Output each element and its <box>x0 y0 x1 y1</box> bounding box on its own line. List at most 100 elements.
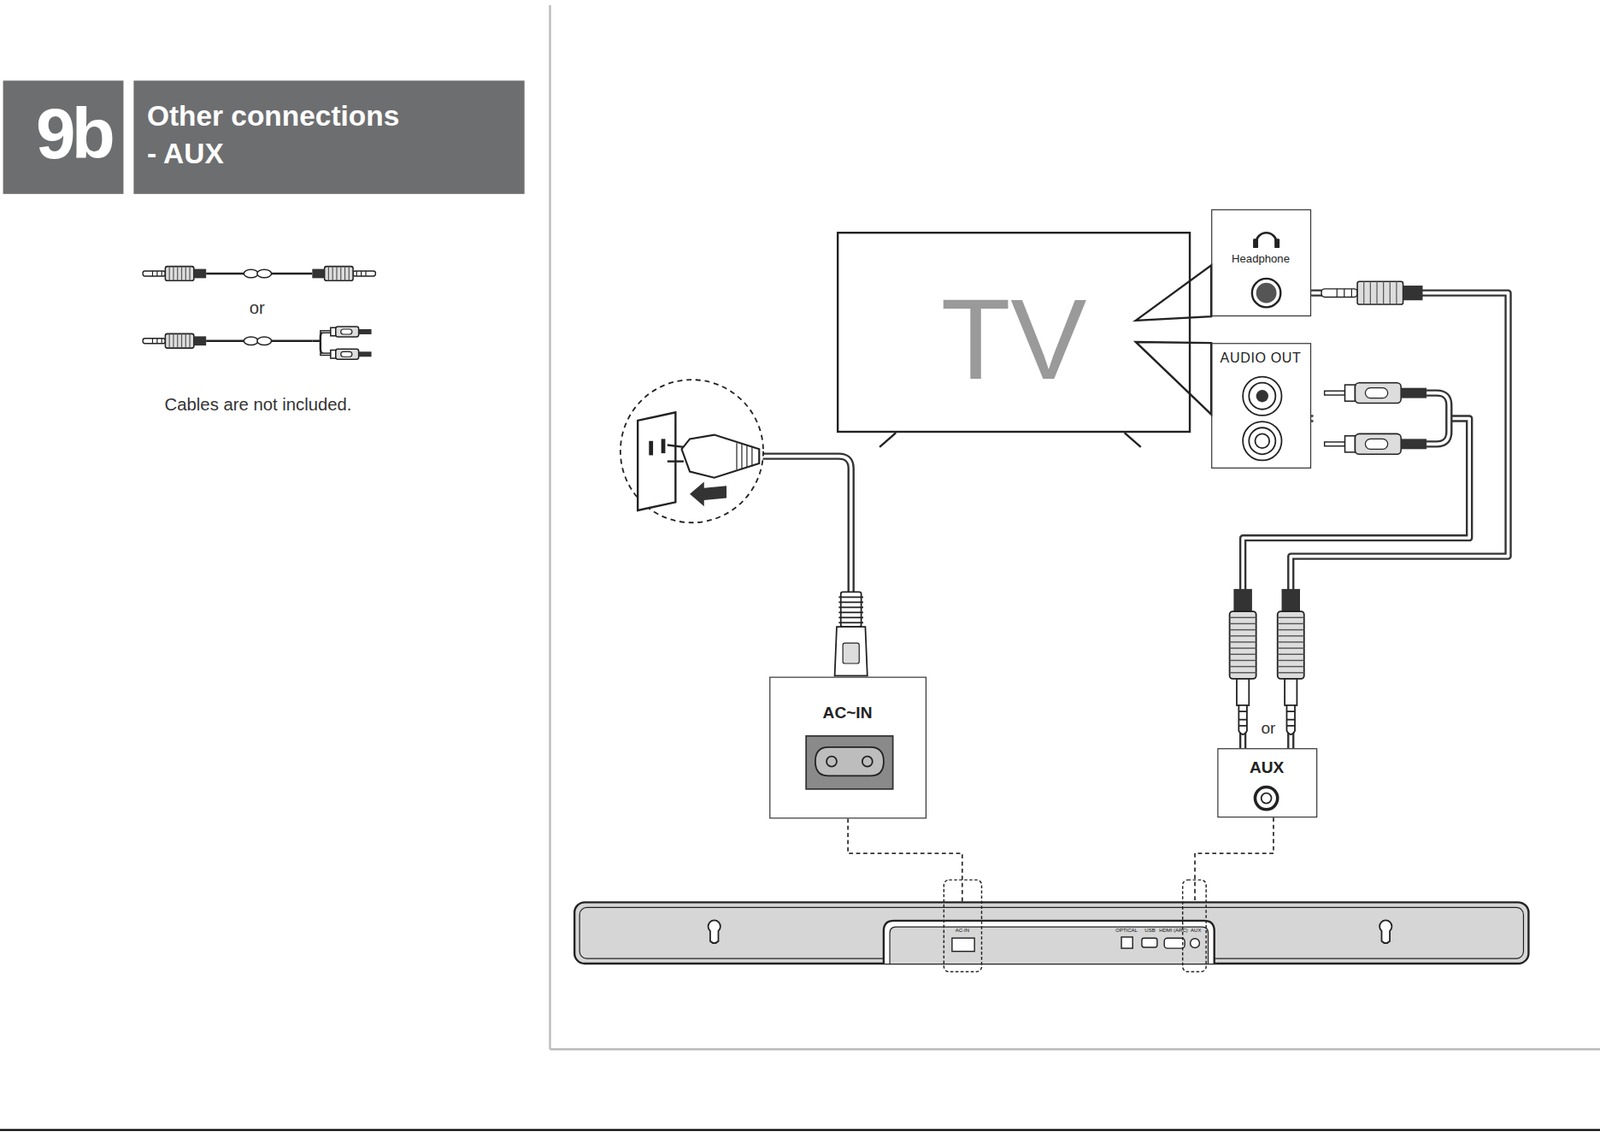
box-label: 9b <box>13 94 135 174</box>
cable-tie <box>243 336 259 346</box>
rca-shell <box>1345 435 1356 453</box>
power-plug-grip <box>838 600 864 603</box>
box-label: TV <box>838 282 1189 398</box>
ac-port <box>952 937 975 952</box>
rca-grip <box>341 351 353 357</box>
rca-shell <box>330 350 336 359</box>
rca-body <box>1354 433 1401 454</box>
leader-line <box>847 817 963 902</box>
rca-jack <box>1248 427 1276 454</box>
plug-grip <box>188 266 190 282</box>
plug-prong <box>667 445 684 448</box>
plug-tip <box>142 270 165 277</box>
power-plug-grip <box>838 611 864 613</box>
plug-grip <box>1229 629 1257 630</box>
rca-jack <box>1242 376 1282 416</box>
plug-grip <box>1389 281 1391 305</box>
hdmi-port <box>1164 937 1185 948</box>
plug-body <box>164 333 194 348</box>
plug-collar <box>194 335 206 346</box>
power-plug-grip <box>838 605 864 608</box>
plug-grip <box>348 266 350 282</box>
plug-grip <box>169 333 171 348</box>
cable-outline <box>1290 293 1508 748</box>
power-plug-grip <box>838 596 864 599</box>
power-cable <box>757 456 852 595</box>
rca-body <box>335 348 359 359</box>
plug-ring <box>1351 288 1353 298</box>
plug-body <box>1229 611 1257 679</box>
tv-foot <box>1124 432 1142 448</box>
plug-ring <box>364 270 366 277</box>
ac-pin <box>826 756 837 767</box>
keyhole <box>1379 919 1392 943</box>
headphone-icon <box>1252 238 1259 248</box>
jack-plug <box>1229 588 1257 735</box>
plug-grip <box>1277 623 1305 624</box>
callout-pointer <box>1135 264 1212 320</box>
jack-plug <box>311 266 376 282</box>
plug-grip <box>188 333 190 348</box>
plug-ring <box>161 338 163 344</box>
plug-grip <box>1229 635 1257 636</box>
callout-pointer <box>1135 341 1212 415</box>
plug-grip <box>1277 617 1305 618</box>
port-label: OPTICAL <box>1105 927 1148 934</box>
cable-tie <box>243 269 259 278</box>
plug-ring <box>1286 710 1295 712</box>
cable-mask <box>1313 405 1449 431</box>
plug-ring <box>152 270 153 277</box>
plug-grip <box>176 333 178 348</box>
outlet-slot <box>661 438 666 453</box>
headphone-jack <box>1252 278 1281 307</box>
plug-grip <box>181 266 183 282</box>
rca-plug <box>320 326 372 337</box>
ac-socket <box>805 735 893 789</box>
plug-grip <box>1395 281 1397 305</box>
ac-pin <box>862 756 873 767</box>
plug-grip <box>1277 635 1305 636</box>
optical-port <box>1121 936 1133 948</box>
plug-grip <box>1229 659 1257 661</box>
audio-out-box: AUDIO OUT <box>1211 342 1312 469</box>
divider-line <box>548 5 551 1049</box>
power-plug-grip <box>838 616 864 618</box>
cable-fork <box>311 331 330 354</box>
audio-cable <box>1290 293 1508 748</box>
headphone-jack <box>1256 282 1277 304</box>
plug-grip <box>340 266 342 282</box>
plug-grip <box>741 443 742 469</box>
plug-ring <box>356 270 358 277</box>
cable-tie <box>257 269 272 278</box>
plug-ring <box>152 338 153 344</box>
rca-grip <box>1364 388 1388 399</box>
jack-plug <box>142 333 206 348</box>
tv-foot <box>879 432 896 448</box>
divider-line <box>550 1047 1600 1050</box>
plug-ring <box>1238 710 1248 712</box>
plug-grip <box>328 266 330 282</box>
plug-collar <box>311 269 324 279</box>
plug-grip <box>1229 641 1257 642</box>
port-label: AUX <box>1175 927 1217 934</box>
callout-pointer <box>1135 341 1212 415</box>
cable-fork <box>1426 393 1449 445</box>
ac-in-box: AC~IN <box>769 676 927 819</box>
plug-grip <box>1370 281 1371 305</box>
plug-grip <box>1376 281 1377 305</box>
headphone-icon <box>1256 232 1277 243</box>
rca-grip <box>1364 438 1388 449</box>
rca-neck <box>1400 388 1427 399</box>
ac-socket <box>815 747 884 776</box>
rca-shell <box>1345 384 1356 401</box>
plug-ring <box>156 338 158 344</box>
plug-grip <box>1363 281 1365 305</box>
plug-tip <box>142 338 165 344</box>
aux-box: AUX <box>1217 747 1318 818</box>
plug-ring <box>1286 724 1295 727</box>
plug-grip <box>169 266 171 282</box>
plug-grip <box>1229 647 1257 648</box>
port-highlight <box>943 879 982 971</box>
plug-grip <box>1277 665 1305 667</box>
